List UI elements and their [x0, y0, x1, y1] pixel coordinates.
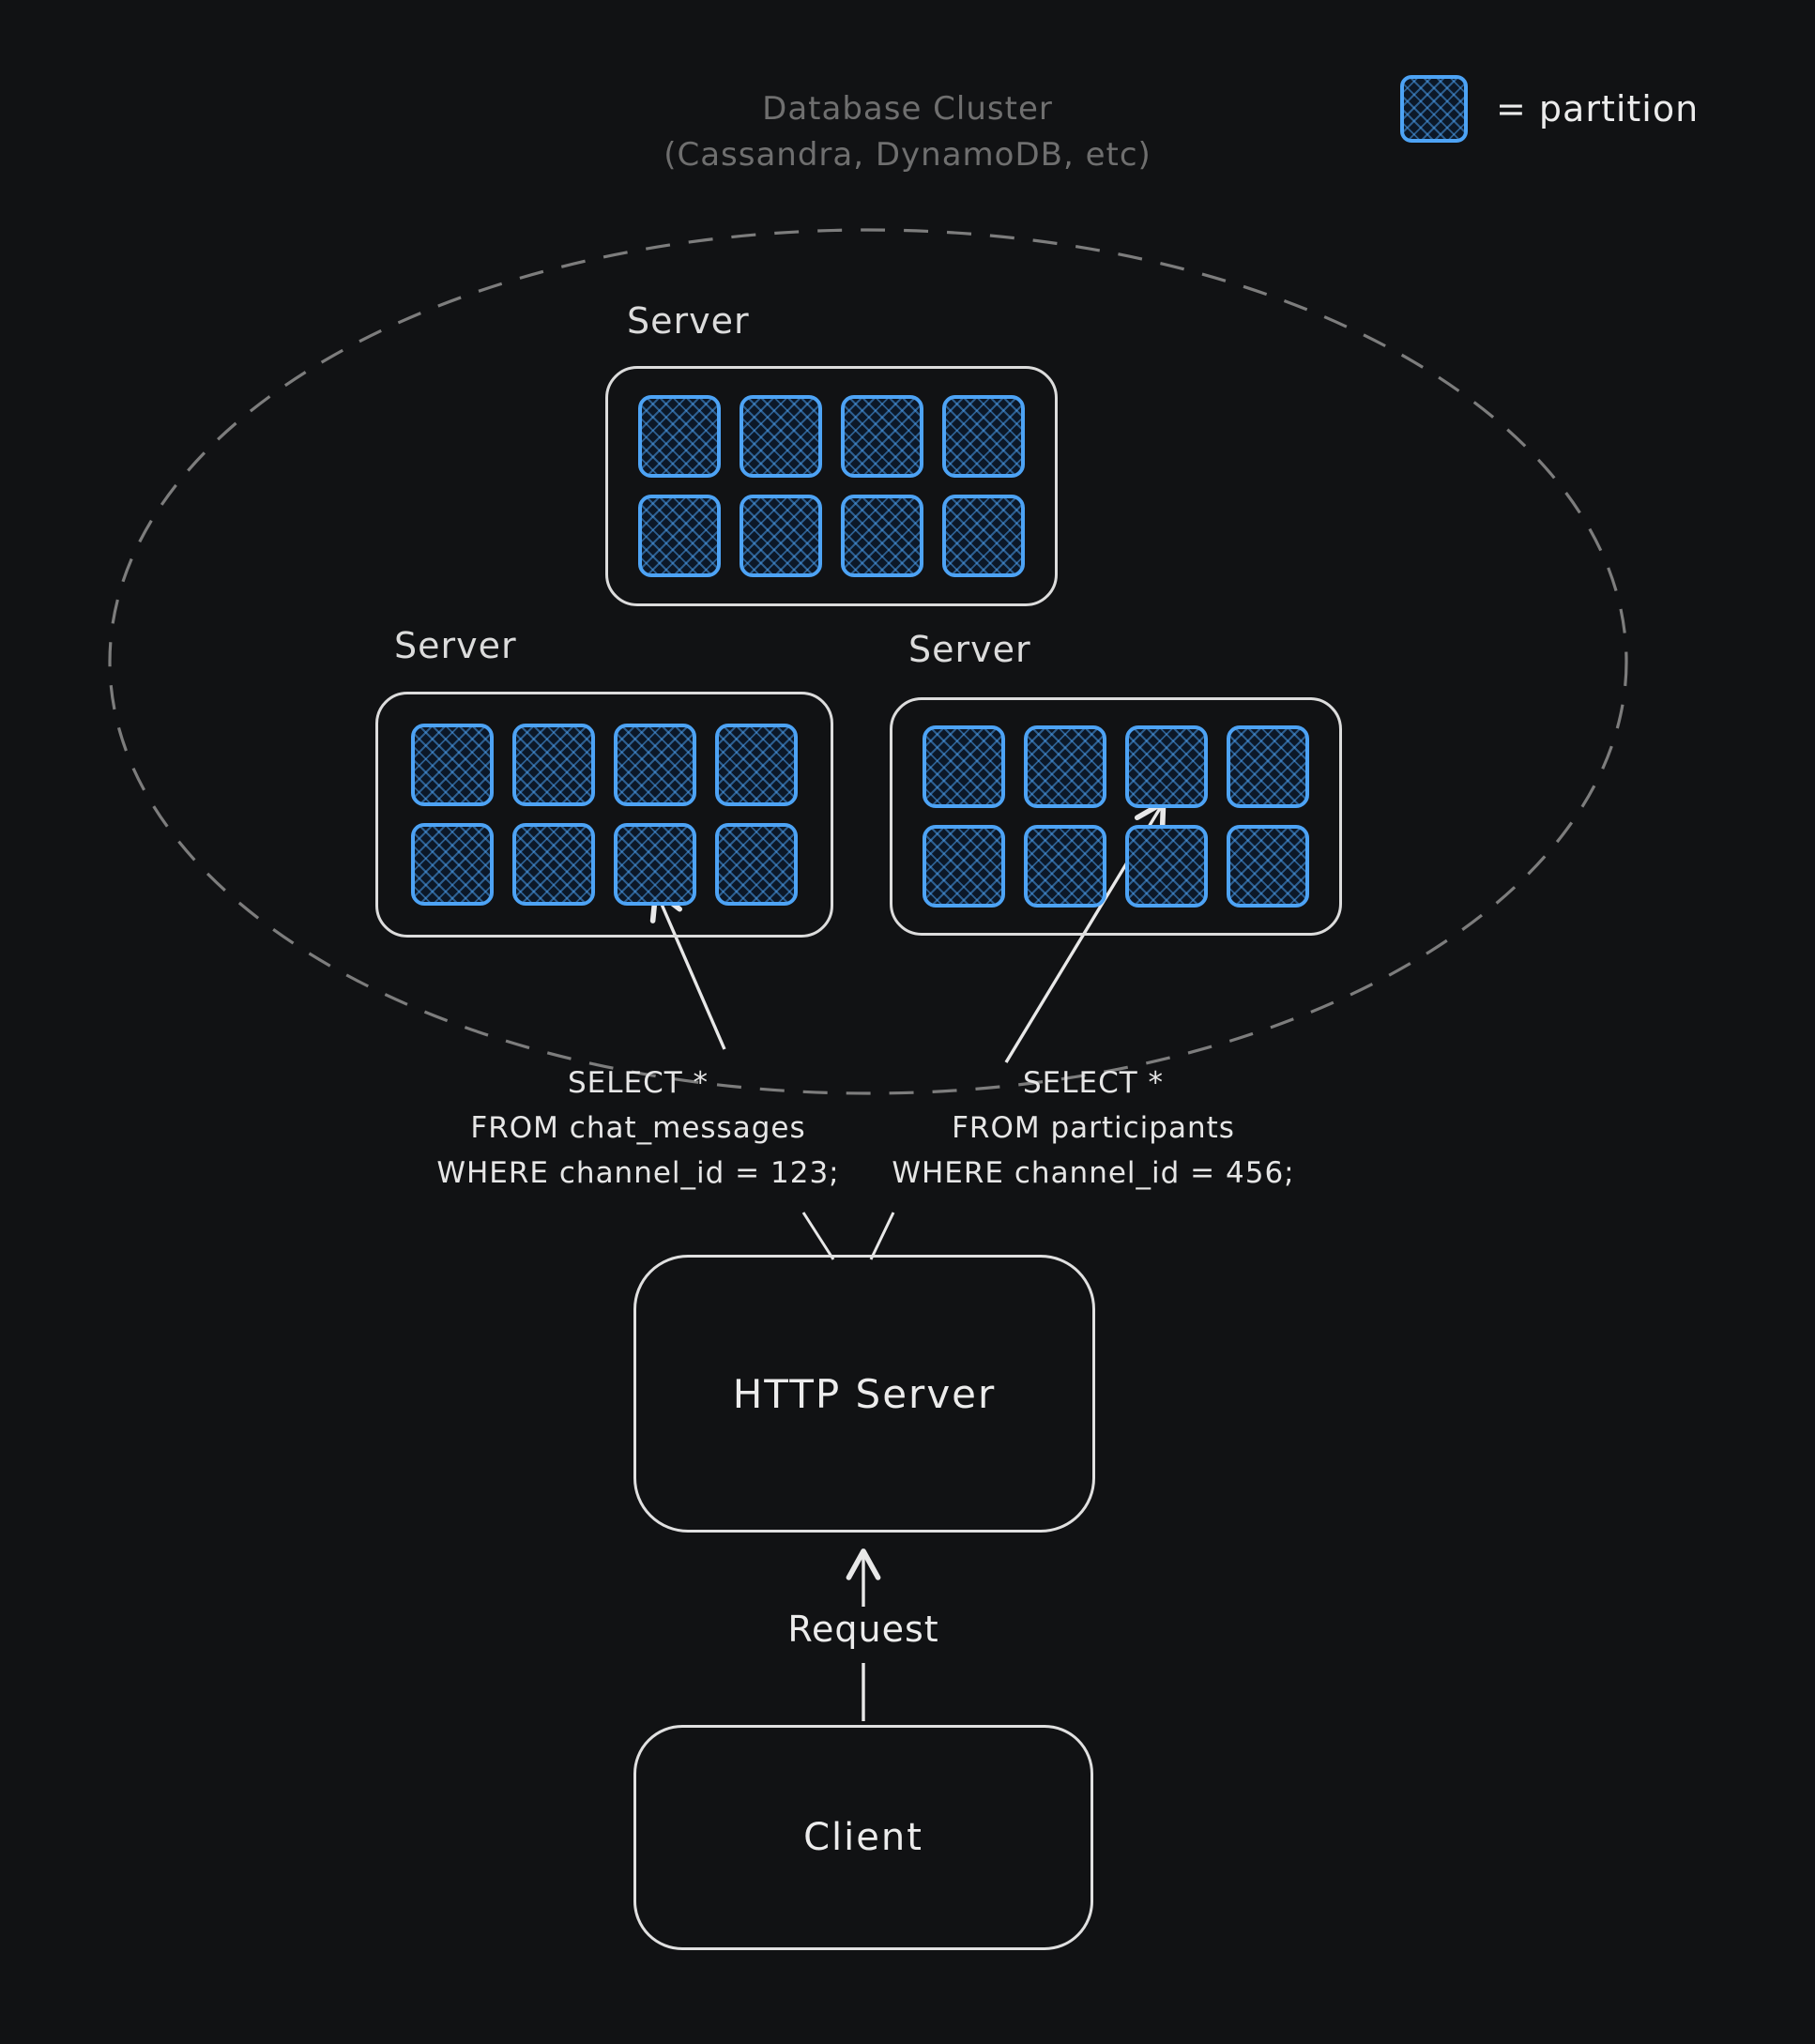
server-label-left: Server	[394, 625, 517, 666]
query-connector-right	[869, 1212, 895, 1260]
client-box: Client	[633, 1725, 1093, 1950]
query-line: SELECT *	[567, 1066, 709, 1100]
cluster-title: Database Cluster (Cassandra, DynamoDB, e…	[0, 86, 1815, 179]
partition	[841, 495, 923, 577]
partition	[841, 395, 923, 478]
cluster-boundary-ellipse	[108, 228, 1628, 1095]
partition	[715, 823, 798, 906]
partition	[1125, 825, 1208, 908]
query-connector-left	[801, 1212, 835, 1260]
partition	[614, 724, 696, 806]
partition	[715, 724, 798, 806]
http-server-box: HTTP Server	[633, 1255, 1095, 1533]
partition	[1024, 825, 1106, 908]
partition	[614, 823, 696, 906]
server-label-right: Server	[908, 629, 1031, 670]
server-label-top: Server	[627, 300, 750, 342]
query-line: FROM chat_messages	[470, 1111, 806, 1146]
query-participants: SELECT * FROM participants WHERE channel…	[873, 1060, 1314, 1196]
partition-legend-label: = partition	[1496, 88, 1700, 130]
partition	[740, 395, 822, 478]
query-line: FROM participants	[952, 1111, 1235, 1146]
server-box-right	[890, 697, 1342, 936]
query-chat-messages: SELECT * FROM chat_messages WHERE channe…	[422, 1060, 854, 1196]
query-line: WHERE channel_id = 123;	[436, 1156, 840, 1191]
partition	[1227, 725, 1309, 808]
partition-legend: = partition	[1400, 75, 1699, 143]
client-label: Client	[803, 1816, 923, 1859]
partition	[411, 724, 494, 806]
cluster-title-line1: Database Cluster	[762, 90, 1053, 128]
partition	[638, 395, 721, 478]
server-box-top	[605, 366, 1058, 606]
server-box-left	[375, 692, 833, 938]
partition	[411, 823, 494, 906]
partition	[923, 825, 1005, 908]
cluster-title-line2: (Cassandra, DynamoDB, etc)	[663, 136, 1152, 175]
partition	[512, 823, 595, 906]
partition-legend-icon	[1400, 75, 1468, 143]
query-line: SELECT *	[1022, 1066, 1165, 1100]
query-line: WHERE channel_id = 456;	[892, 1156, 1295, 1191]
request-label: Request	[787, 1609, 939, 1650]
partition	[512, 724, 595, 806]
partition	[1227, 825, 1309, 908]
partition	[923, 725, 1005, 808]
http-server-label: HTTP Server	[732, 1370, 997, 1417]
partition	[1024, 725, 1106, 808]
partition	[740, 495, 822, 577]
partition	[942, 495, 1025, 577]
partition	[1125, 725, 1208, 808]
partition	[942, 395, 1025, 478]
partition	[638, 495, 721, 577]
